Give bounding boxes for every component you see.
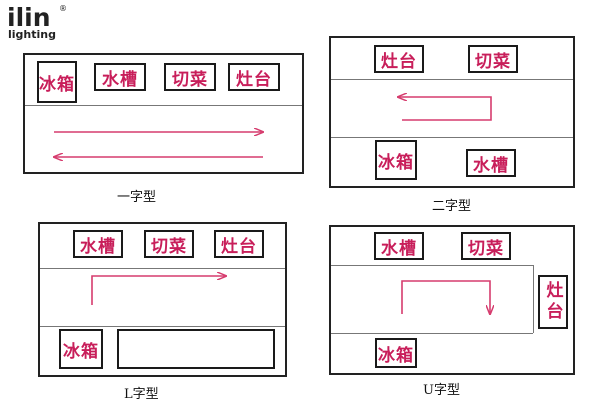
counter-edge-line-top (331, 79, 573, 80)
sink-label: 水槽 (374, 232, 424, 260)
fridge-label: 冰箱 (37, 61, 77, 103)
fridge-label: 冰箱 (375, 338, 417, 368)
counter-edge-line-top (331, 265, 533, 266)
counter-edge-line-right (533, 265, 534, 333)
layout-caption: 一字型 (117, 190, 157, 205)
logo-subtitle: lighting (8, 28, 56, 41)
counter-edge-line (25, 105, 302, 106)
arrow-up-right (91, 276, 226, 305)
sink-label: 水槽 (94, 63, 146, 91)
layout-caption: 二字型 (432, 199, 472, 214)
prep-label: 切菜 (468, 45, 518, 73)
layout-caption: U字型 (423, 383, 460, 398)
layout-galley-plan (329, 36, 575, 188)
logo-registered-mark: ® (59, 4, 67, 13)
counter-edge-line-top (40, 268, 285, 269)
stove-label: 灶台 (374, 45, 424, 73)
counter-edge-line-bottom (331, 333, 533, 334)
counter-edge-line-bottom (40, 326, 285, 327)
stove-label: 灶台 (214, 230, 264, 258)
sink-label: 水槽 (466, 149, 516, 177)
layout-caption: L字型 (124, 387, 159, 402)
prep-label: 切菜 (461, 232, 511, 260)
counter-block (117, 329, 275, 369)
fridge-label: 冰箱 (59, 329, 103, 369)
fridge-label: 冰箱 (375, 140, 417, 180)
layout-u-shape-plan (329, 225, 575, 375)
sink-label: 水槽 (73, 230, 123, 258)
arrow-up-right-down (401, 280, 490, 314)
arrow-return (398, 97, 492, 121)
logo-wordmark: ilin (7, 3, 51, 32)
stove-label: 灶台 (538, 275, 568, 329)
prep-label: 切菜 (144, 230, 194, 258)
ilin-lighting-logo: ilin ® lighting (7, 3, 67, 41)
prep-label: 切菜 (164, 63, 216, 91)
counter-edge-line-bottom (331, 137, 573, 138)
stove-label: 灶台 (228, 63, 280, 91)
